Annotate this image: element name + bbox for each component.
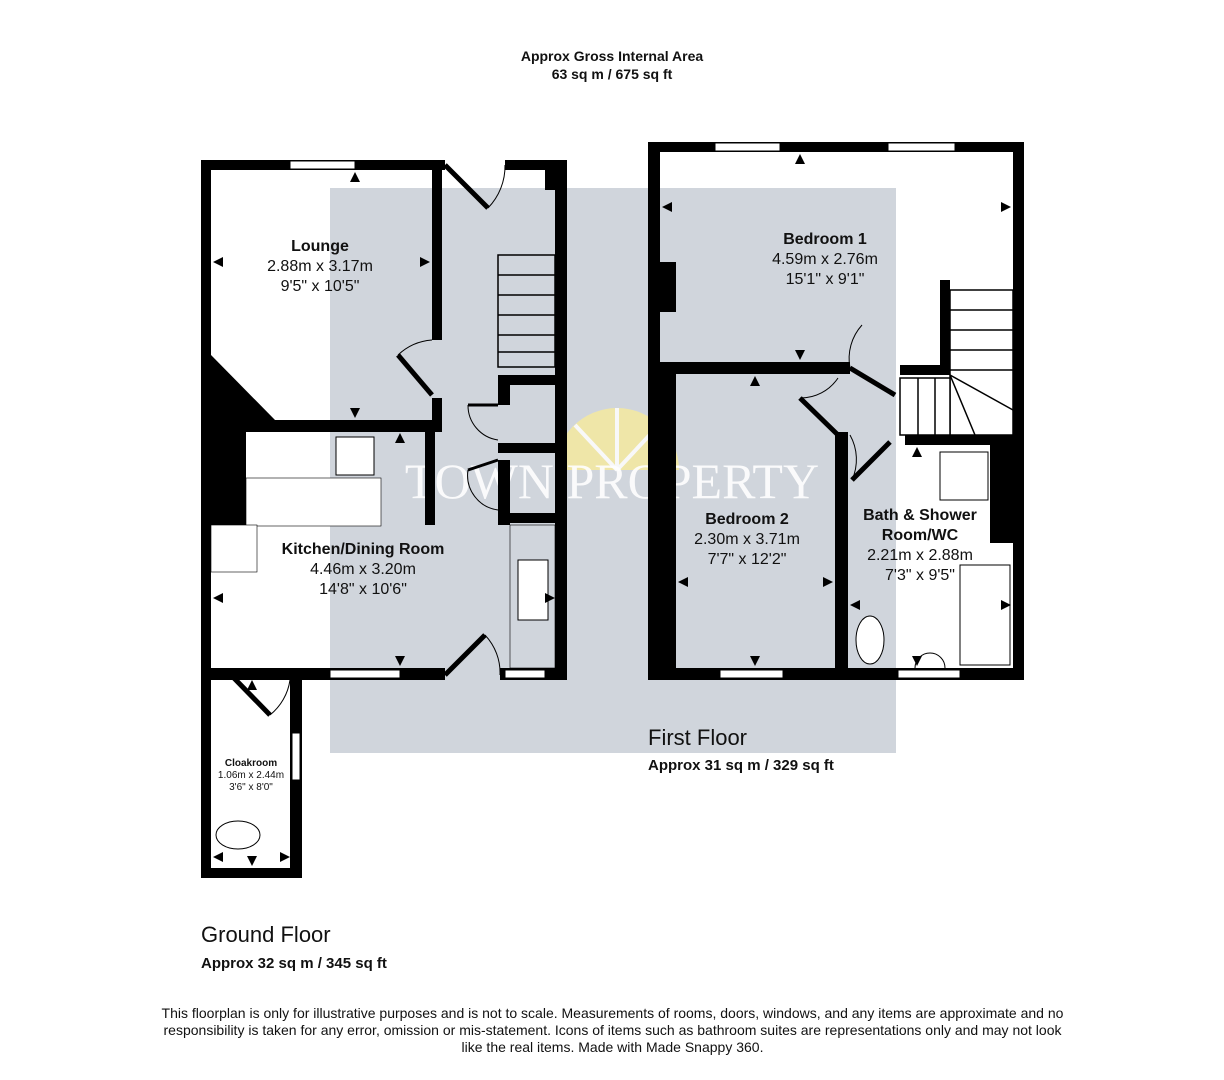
- first-floor-stairs: [899, 289, 1014, 436]
- gross-area-value: 63 sq m / 675 sq ft: [551, 66, 673, 82]
- room-kitchen-dining: Kitchen/Dining Room 4.46m x 3.20m 14'8" …: [263, 540, 463, 600]
- room-metric: 2.88m x 3.17m: [267, 258, 373, 275]
- first-floor-windows: [714, 142, 961, 679]
- first-floor-label: First Floor: [648, 725, 747, 750]
- gross-area-title: Approx Gross Internal Area: [520, 48, 704, 64]
- ground-floor-area: Approx 32 sq m / 345 sq ft: [201, 955, 387, 972]
- room-metric: 4.59m x 2.76m: [772, 251, 878, 268]
- room-metric: 2.21m x 2.88m: [867, 547, 973, 564]
- disclaimer: This floorplan is only for illustrative …: [161, 1005, 1064, 1055]
- room-imperial: 7'7" x 12'2": [707, 551, 787, 568]
- ground-floor-stairs: [497, 254, 556, 368]
- room-metric: 2.30m x 3.71m: [694, 531, 800, 548]
- room-lounge: Lounge 2.88m x 3.17m 9'5" x 10'5": [230, 237, 410, 297]
- dimension-arrows: [213, 154, 1011, 866]
- room-name: Bedroom 2: [705, 511, 789, 528]
- gross-area-header: Approx Gross Internal Area 63 sq m / 675…: [0, 47, 1224, 83]
- room-metric: 4.46m x 3.20m: [310, 561, 416, 578]
- room-name: Cloakroom: [224, 758, 278, 769]
- ground-floor-doors: [210, 163, 556, 850]
- room-bath-shower: Bath & Shower Room/WC 2.21m x 2.88m 7'3"…: [855, 506, 985, 586]
- room-name: Bath & Shower Room/WC: [863, 507, 977, 544]
- ground-floor-windows: [289, 160, 546, 781]
- watermark-text: TOWN PROPERTY: [405, 453, 819, 509]
- room-bedroom-2: Bedroom 2 2.30m x 3.71m 7'7" x 12'2": [647, 510, 847, 570]
- first-floor-doors: [798, 324, 1011, 669]
- room-name: Kitchen/Dining Room: [281, 541, 445, 558]
- room-imperial: 9'5" x 10'5": [280, 278, 360, 295]
- room-imperial: 3'6" x 8'0": [229, 782, 273, 793]
- room-name: Lounge: [291, 238, 349, 255]
- room-name: Bedroom 1: [783, 231, 867, 248]
- room-imperial: 15'1" x 9'1": [785, 271, 865, 288]
- room-imperial: 14'8" x 10'6": [319, 581, 407, 598]
- first-floor-highlight: [330, 188, 896, 753]
- room-metric: 1.06m x 2.44m: [217, 770, 285, 781]
- room-imperial: 7'3" x 9'5": [885, 567, 955, 584]
- first-floor-area: Approx 31 sq m / 329 sq ft: [648, 757, 834, 774]
- ground-floor-label: Ground Floor: [201, 922, 331, 947]
- room-bedroom-1: Bedroom 1 4.59m x 2.76m 15'1" x 9'1": [725, 230, 925, 290]
- room-cloakroom: Cloakroom 1.06m x 2.44m 3'6" x 8'0": [211, 758, 291, 794]
